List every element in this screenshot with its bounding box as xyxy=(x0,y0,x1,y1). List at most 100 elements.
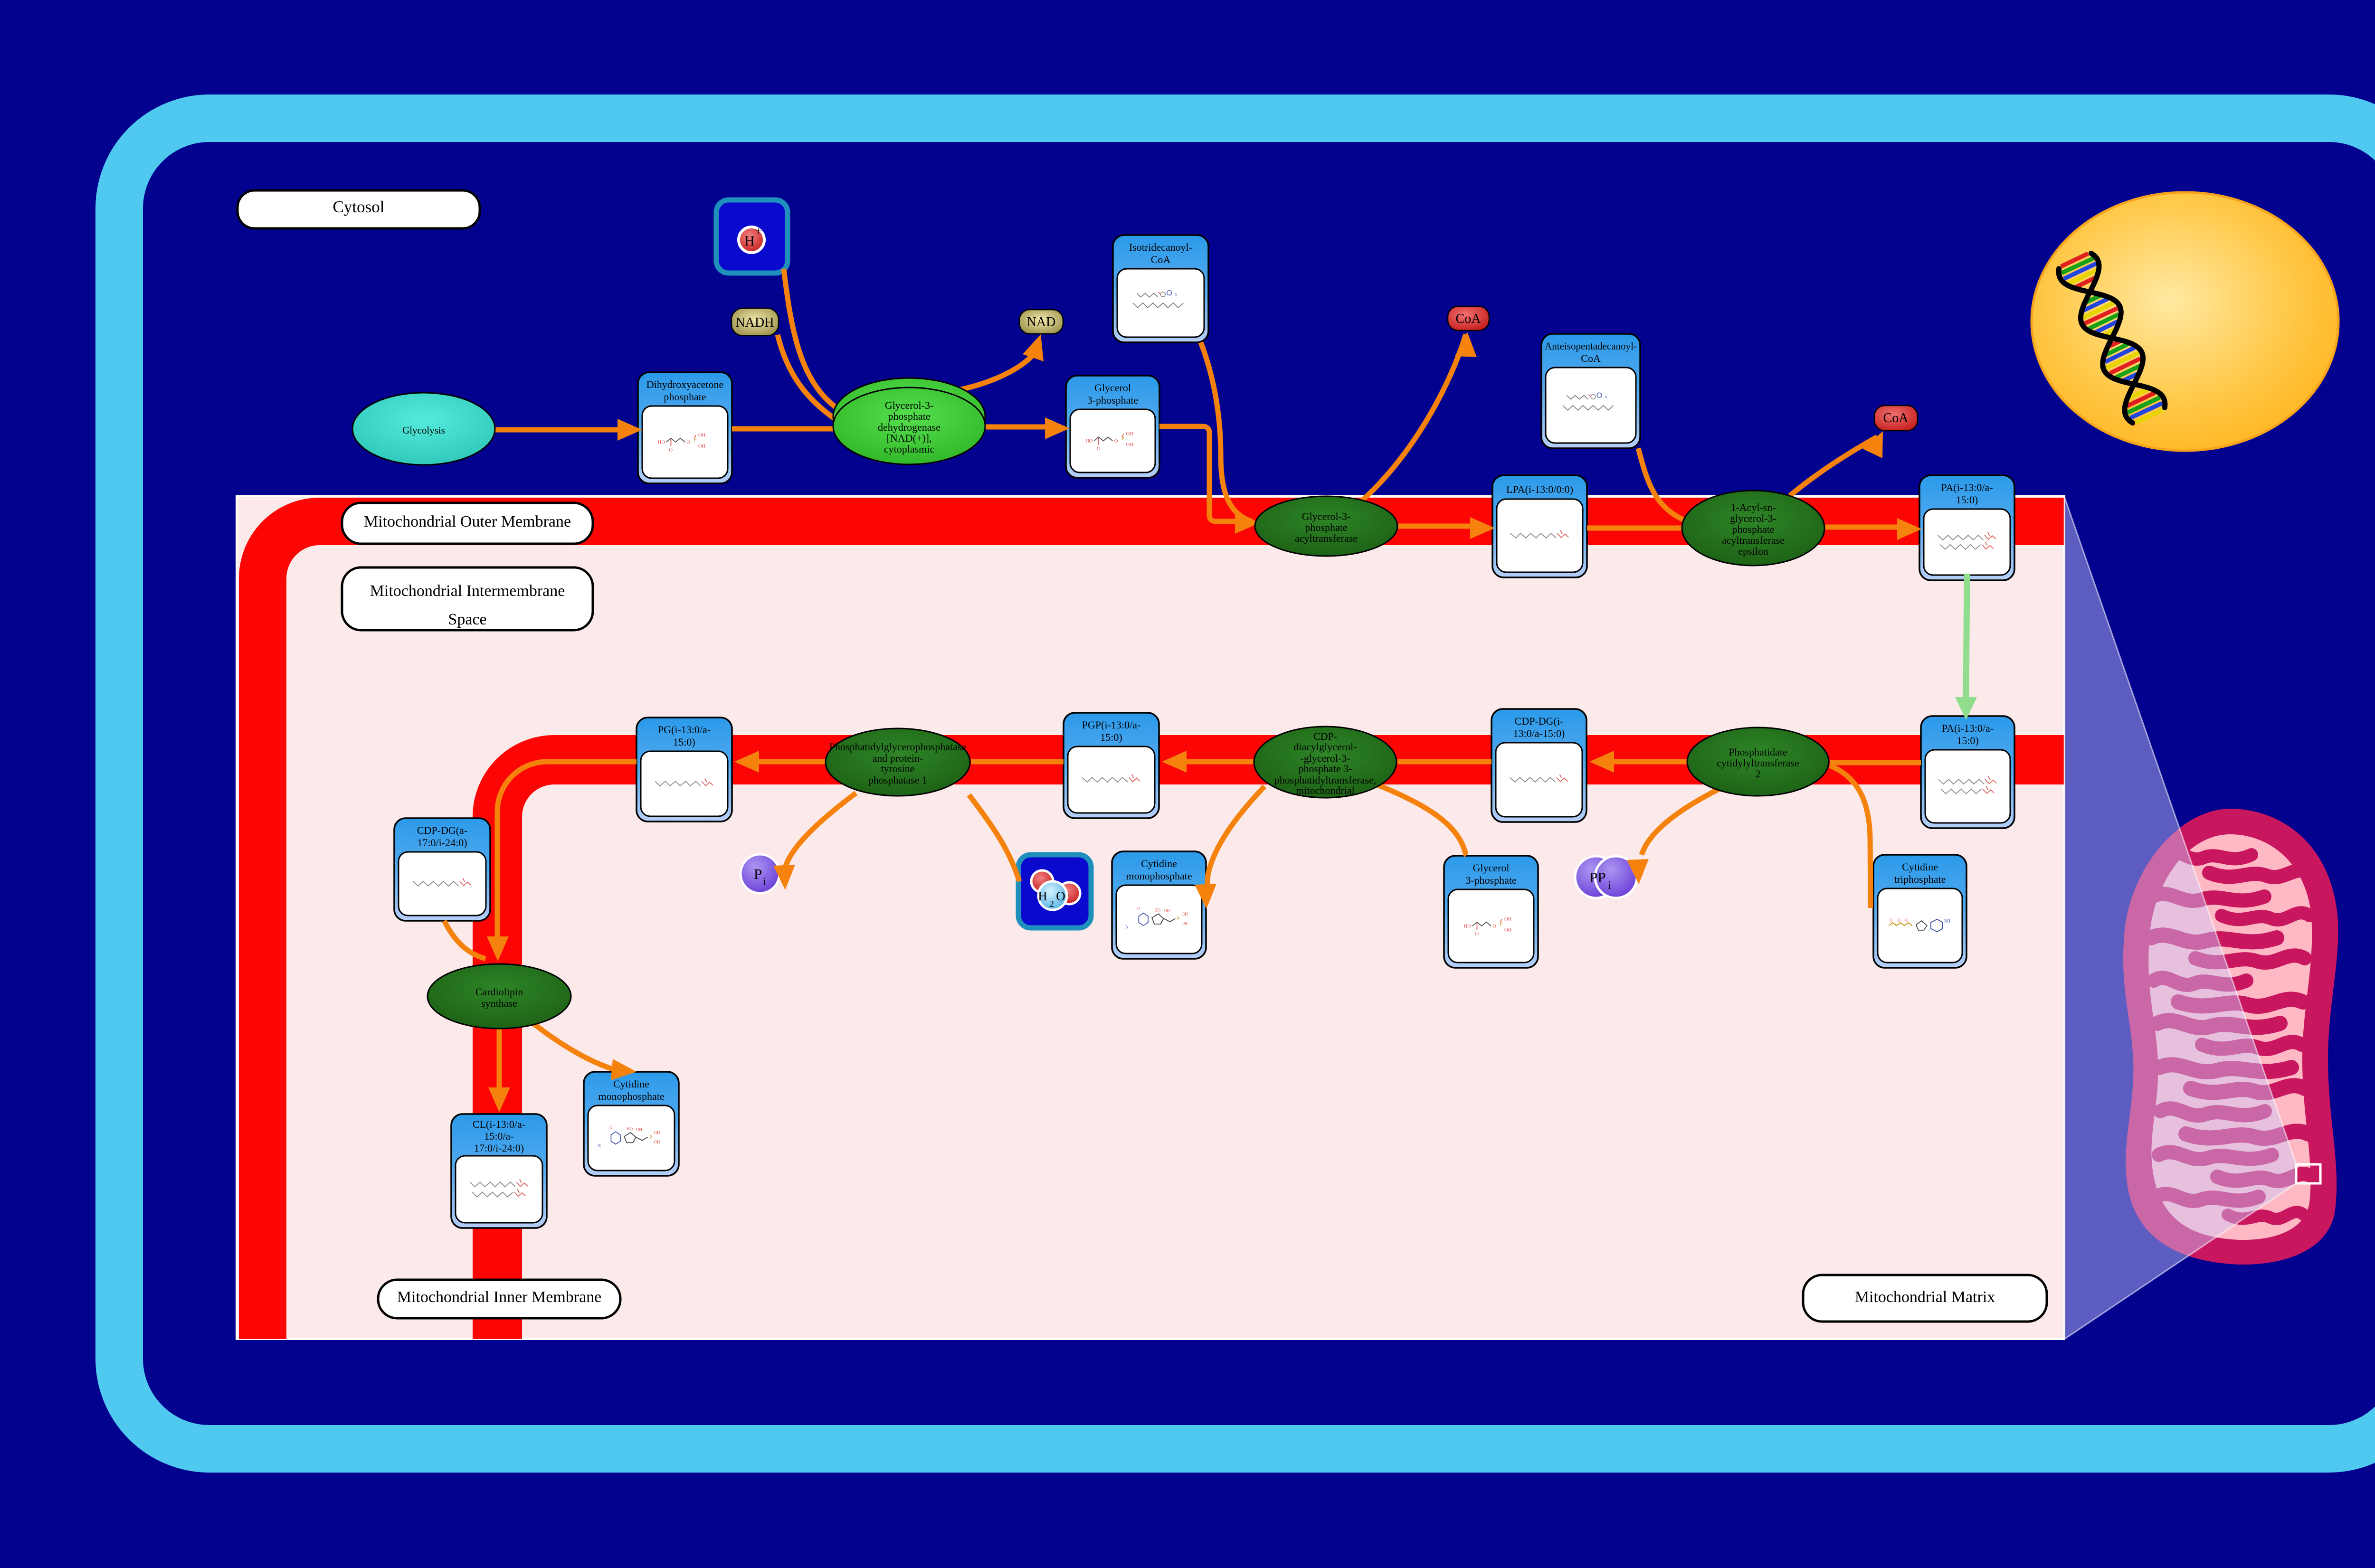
svg-text:Space: Space xyxy=(448,611,486,628)
svg-text:HO: HO xyxy=(627,1126,633,1131)
svg-text:acyltransferase: acyltransferase xyxy=(1295,532,1358,544)
svg-text:N: N xyxy=(1125,925,1129,930)
svg-text:3-phosphate: 3-phosphate xyxy=(1087,394,1139,406)
svg-text:cytidylyltransferase: cytidylyltransferase xyxy=(1717,757,1799,769)
svg-text:Mitochondrial Outer Membrane: Mitochondrial Outer Membrane xyxy=(364,513,571,530)
svg-text:and protein-: and protein- xyxy=(873,752,923,764)
svg-text:P: P xyxy=(1121,436,1124,442)
svg-text:triphosphate: triphosphate xyxy=(1894,873,1946,885)
svg-text:NAD: NAD xyxy=(1027,315,1056,330)
svg-text:PG(i-13:0/a-: PG(i-13:0/a- xyxy=(658,724,711,736)
svg-text:acyltransferase: acyltransferase xyxy=(1722,534,1785,546)
svg-text:CoA: CoA xyxy=(1151,254,1171,265)
svg-text:O: O xyxy=(1114,439,1118,444)
svg-text:Glycerol: Glycerol xyxy=(1473,862,1510,874)
svg-text:OH: OH xyxy=(1504,927,1512,933)
svg-text:Glycerol-3-: Glycerol-3- xyxy=(885,399,934,411)
svg-text:3-phosphate: 3-phosphate xyxy=(1465,874,1517,886)
svg-text:OH: OH xyxy=(698,444,706,449)
svg-text:HO: HO xyxy=(1085,439,1093,444)
svg-text:15:0): 15:0) xyxy=(673,736,695,748)
svg-text:2: 2 xyxy=(1756,768,1761,780)
svg-text:OH: OH xyxy=(654,1140,660,1144)
svg-text:phosphate: phosphate xyxy=(664,391,706,403)
svg-text:H: H xyxy=(1038,889,1047,903)
svg-text:CL(i-13:0/a-: CL(i-13:0/a- xyxy=(473,1118,525,1130)
svg-text:OH: OH xyxy=(654,1130,660,1135)
svg-text:+: + xyxy=(755,224,762,238)
svg-text:OH: OH xyxy=(1164,908,1170,913)
svg-text:OH: OH xyxy=(636,1127,642,1132)
svg-text:glycerol-3-: glycerol-3- xyxy=(1730,512,1776,524)
svg-text:O: O xyxy=(1492,924,1496,929)
svg-text:tyrosine: tyrosine xyxy=(881,763,915,775)
svg-text:Cardiolipin: Cardiolipin xyxy=(475,986,523,998)
svg-text:OH: OH xyxy=(1126,432,1133,437)
svg-text:P: P xyxy=(694,437,696,443)
svg-text:Phosphatidylglycerophosphatase: Phosphatidylglycerophosphatase xyxy=(829,741,966,753)
svg-text:monophosphate: monophosphate xyxy=(598,1090,664,1102)
svg-text:15:0): 15:0) xyxy=(1100,731,1122,743)
svg-text:1-Acyl-sn-: 1-Acyl-sn- xyxy=(1730,501,1776,513)
svg-text:17:0/i-24:0): 17:0/i-24:0) xyxy=(417,837,467,849)
svg-text:Mitochondrial Matrix: Mitochondrial Matrix xyxy=(1855,1288,1995,1306)
svg-text:Cytosol: Cytosol xyxy=(333,198,385,216)
svg-text:mitochondrial: mitochondrial xyxy=(1296,784,1354,796)
svg-text:Cytidine: Cytidine xyxy=(1902,861,1938,873)
svg-text:HO: HO xyxy=(1464,924,1472,929)
svg-text:Isotridecanoyl-: Isotridecanoyl- xyxy=(1129,241,1192,253)
svg-text:15:0): 15:0) xyxy=(1956,494,1978,506)
svg-text:N: N xyxy=(1175,293,1178,297)
svg-text:H: H xyxy=(744,233,755,249)
svg-text:OH: OH xyxy=(1126,443,1133,448)
svg-text:i: i xyxy=(763,876,766,888)
svg-text:OH: OH xyxy=(1504,917,1512,922)
svg-text:diacylglycerol-: diacylglycerol- xyxy=(1293,741,1357,753)
svg-text:O: O xyxy=(1097,446,1101,452)
svg-text:OH: OH xyxy=(698,433,706,438)
svg-text:epsilon: epsilon xyxy=(1738,545,1768,557)
svg-text:O: O xyxy=(1905,918,1909,923)
svg-text:PA(i-13:0/a-: PA(i-13:0/a- xyxy=(1942,722,1994,734)
svg-text:phosphate: phosphate xyxy=(1732,523,1774,535)
svg-text:Mitochondrial Intermembrane: Mitochondrial Intermembrane xyxy=(370,582,565,600)
svg-text:CDP-DG(i-: CDP-DG(i- xyxy=(1515,715,1564,727)
svg-text:cytoplasmic: cytoplasmic xyxy=(884,443,935,455)
svg-text:phosphatidyltransferase,: phosphatidyltransferase, xyxy=(1274,774,1376,786)
svg-text:Dihydroxyacetone: Dihydroxyacetone xyxy=(646,378,724,390)
svg-text:P: P xyxy=(1177,916,1180,922)
svg-text:phosphatase 1: phosphatase 1 xyxy=(868,774,927,786)
svg-text:O: O xyxy=(1056,889,1065,903)
svg-text:O: O xyxy=(1137,906,1140,911)
svg-text:-glycerol-3-: -glycerol-3- xyxy=(1300,752,1350,764)
svg-text:CDP-: CDP- xyxy=(1313,730,1337,742)
svg-text:Phosphatidate: Phosphatidate xyxy=(1729,746,1787,758)
svg-text:PGP(i-13:0/a-: PGP(i-13:0/a- xyxy=(1082,719,1140,731)
svg-text:P: P xyxy=(754,866,762,882)
svg-text:O: O xyxy=(1475,932,1479,937)
svg-text:phosphate: phosphate xyxy=(1305,521,1347,533)
svg-text:Glycerol: Glycerol xyxy=(1094,382,1131,394)
svg-text:PP: PP xyxy=(1589,869,1606,886)
svg-text:Glycerol-3-: Glycerol-3- xyxy=(1302,510,1351,522)
svg-text:Cytidine: Cytidine xyxy=(613,1078,649,1090)
svg-text:N: N xyxy=(598,1143,601,1148)
svg-text:i: i xyxy=(1608,879,1611,892)
svg-text:NH: NH xyxy=(1944,918,1950,923)
svg-text:17:0/i-24:0): 17:0/i-24:0) xyxy=(474,1142,524,1154)
svg-text:P: P xyxy=(649,1135,652,1140)
svg-text:2: 2 xyxy=(1049,899,1054,909)
svg-text:CDP-DG(a-: CDP-DG(a- xyxy=(417,824,467,836)
svg-text:[NAD(+)],: [NAD(+)], xyxy=(887,432,932,444)
svg-text:dehydrogenase: dehydrogenase xyxy=(878,421,940,433)
svg-text:O: O xyxy=(1890,918,1893,923)
svg-text:phosphate 3-: phosphate 3- xyxy=(1298,763,1352,775)
svg-text:NADH: NADH xyxy=(736,315,774,330)
svg-text:O: O xyxy=(609,1125,613,1130)
svg-text:P: P xyxy=(1500,921,1502,926)
svg-text:Anteisopentadecanoyl-: Anteisopentadecanoyl- xyxy=(1545,340,1637,352)
svg-text:Mitochondrial Inner Membrane: Mitochondrial Inner Membrane xyxy=(397,1288,602,1306)
svg-text:O: O xyxy=(669,448,673,453)
svg-text:phosphate: phosphate xyxy=(888,410,930,422)
svg-text:15:0/a-: 15:0/a- xyxy=(484,1130,513,1142)
